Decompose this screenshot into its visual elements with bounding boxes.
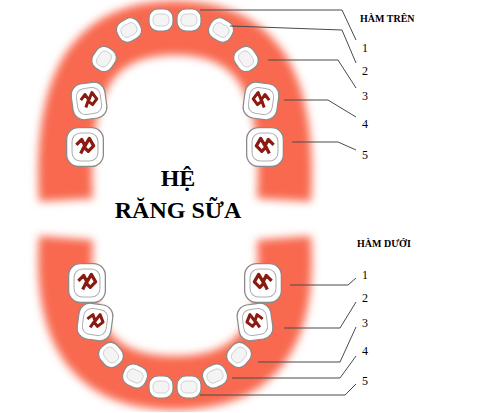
jaw-label: HÀM TRÊN xyxy=(360,13,415,24)
callout-number: 1 xyxy=(362,268,368,283)
callout-number: 4 xyxy=(362,344,368,359)
callout-number: 2 xyxy=(362,64,368,79)
callout-number: 5 xyxy=(362,148,368,163)
jaw-label: HÀM DƯỚI xyxy=(357,238,411,249)
diagram-title: HỆ RĂNG SỮA xyxy=(108,162,248,226)
callout-number: 3 xyxy=(362,89,368,104)
callout-number: 2 xyxy=(362,291,368,306)
callout-number: 1 xyxy=(362,41,368,56)
callout-number: 5 xyxy=(362,374,368,389)
callout-number: 4 xyxy=(362,117,368,132)
upper-teeth xyxy=(67,9,284,166)
callout-number: 3 xyxy=(362,316,368,331)
